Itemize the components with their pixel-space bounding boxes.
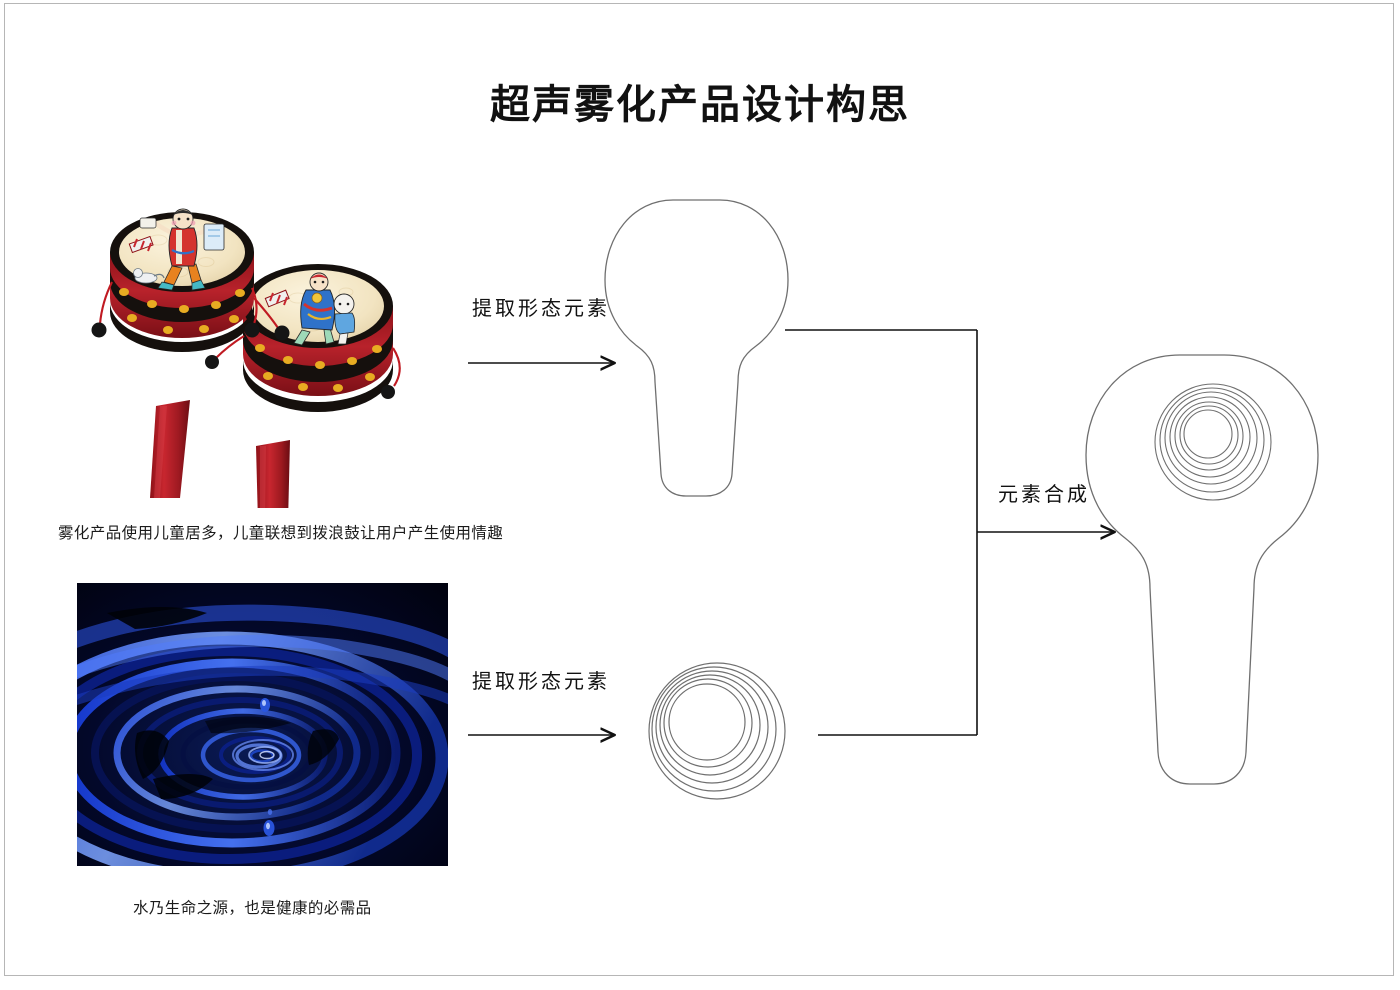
drum-cords [98, 281, 279, 329]
synthesis-bracket [785, 329, 978, 736]
ripple-shadows [107, 607, 339, 799]
drum-bead [91, 322, 107, 338]
drum-bead [274, 325, 290, 341]
final-product-shape [1085, 354, 1319, 785]
ripple-rings-shape [648, 662, 786, 800]
water-ripple-photo [77, 583, 448, 866]
center-ripples [232, 739, 294, 771]
drum-bead [244, 322, 260, 338]
child-figure-red [133, 208, 225, 291]
firecracker-motif [128, 235, 154, 254]
drum-studs [255, 344, 382, 392]
form-outline-shape [604, 199, 789, 497]
animal-motif [133, 268, 165, 284]
water-caption: 水乃生命之源，也是健康的必需品 [133, 900, 372, 917]
water-droplets [260, 698, 275, 836]
rattle-drum-photo [88, 178, 418, 523]
extract-top-label: 提取形态元素 [472, 298, 610, 320]
extract-bottom-label: 提取形态元素 [472, 671, 610, 693]
firecracker-motif [264, 289, 290, 308]
synthesis-label: 元素合成 [998, 484, 1090, 506]
water-ripple-illustration [77, 583, 448, 866]
drum-cords [215, 335, 401, 387]
drum-bead [381, 385, 395, 399]
final-product-rings [1154, 383, 1272, 501]
page-title: 超声雾化产品设计构思 [490, 83, 910, 127]
drum-bead [205, 355, 219, 369]
child-figure-blue [293, 272, 356, 346]
drum-caption: 雾化产品使用儿童居多，儿童联想到拨浪鼓让用户产生使用情趣 [58, 525, 504, 542]
rattle-drum-left [91, 208, 290, 498]
rattle-drum-illustration [91, 208, 401, 523]
drum-studs [119, 288, 245, 334]
